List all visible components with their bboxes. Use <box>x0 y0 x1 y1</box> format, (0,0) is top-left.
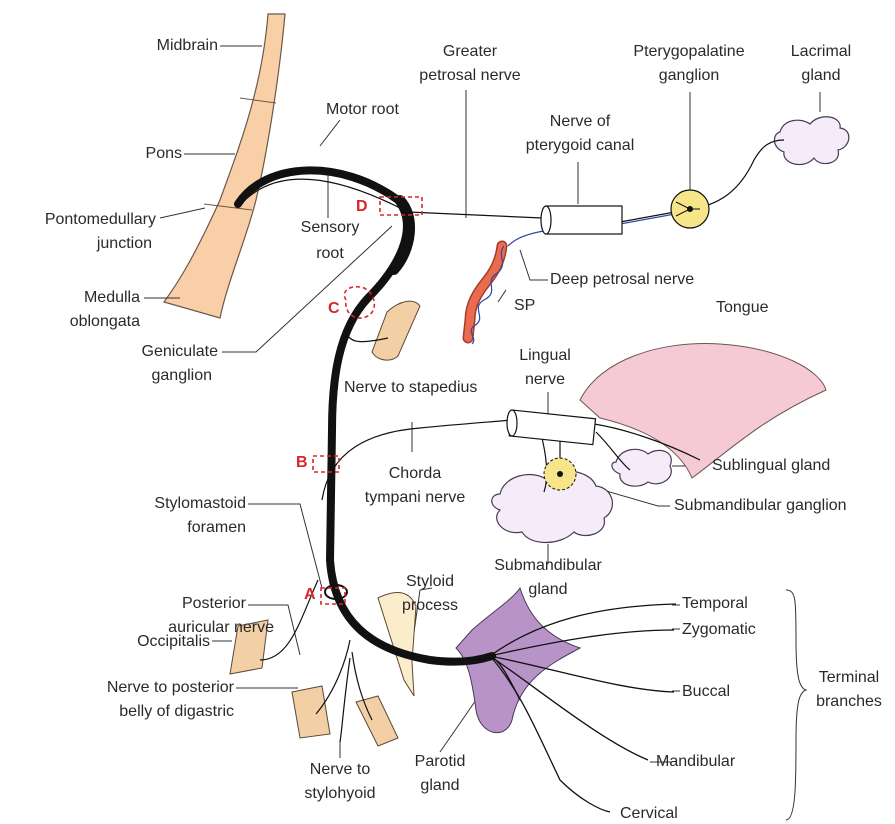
label-stylomastoid-2: foramen <box>100 518 246 538</box>
label-pontomedullary-2: junction <box>2 234 152 254</box>
label-nerve-stapedius: Nerve to stapedius <box>344 378 477 398</box>
lingual-nerve-tube <box>507 410 596 445</box>
site-a-label: A <box>304 586 316 604</box>
label-nerve-pterygoid-1: Nerve of <box>520 112 640 132</box>
label-greater-petrosal-2: petrosal nerve <box>405 66 535 86</box>
label-lingual-1: Lingual <box>500 346 590 366</box>
label-lacrimal-1: Lacrimal <box>776 42 866 62</box>
label-terminal-1: Terminal <box>806 668 892 688</box>
label-sublingual: Sublingual gland <box>712 456 830 476</box>
label-styloid-2: process <box>380 596 480 616</box>
pterygoid-canal-tube <box>541 206 622 234</box>
label-motor-root: Motor root <box>326 100 399 120</box>
label-ptg-ganglion-1: Pterygopalatine <box>614 42 764 62</box>
site-d-label: D <box>356 198 368 216</box>
label-tongue: Tongue <box>716 298 769 318</box>
label-occipitalis: Occipitalis <box>90 632 210 652</box>
label-digastric-2: belly of digastric <box>40 702 234 722</box>
label-geniculate-1: Geniculate <box>100 342 218 362</box>
label-parotid-2: gland <box>400 776 480 796</box>
label-pons: Pons <box>100 144 182 164</box>
site-b-label: B <box>296 454 308 472</box>
label-terminal-2: branches <box>806 692 892 712</box>
label-mandibular: Mandibular <box>656 752 735 772</box>
label-greater-petrosal-1: Greater <box>410 42 530 62</box>
label-stylomastoid-1: Stylomastoid <box>100 494 246 514</box>
label-sensory-2: root <box>280 244 380 264</box>
label-ptg-ganglion-2: ganglion <box>614 66 764 86</box>
label-chorda-1: Chorda <box>360 464 470 484</box>
label-nerve-pterygoid-2: pterygoid canal <box>510 136 650 156</box>
label-deep-petrosal: Deep petrosal nerve <box>550 270 694 290</box>
label-submandibular-gland-1: Submandibular <box>478 556 618 576</box>
label-sp: SP <box>514 296 535 316</box>
label-lingual-2: nerve <box>500 370 590 390</box>
label-lacrimal-2: gland <box>776 66 866 86</box>
label-stylohyoid-1: Nerve to <box>290 760 390 780</box>
geniculate-ganglion-shape <box>394 200 410 270</box>
label-midbrain: Midbrain <box>120 36 218 56</box>
label-digastric-1: Nerve to posterior <box>40 678 234 698</box>
label-pontomedullary-1: Pontomedullary <box>2 210 156 230</box>
label-chorda-2: tympani nerve <box>345 488 485 508</box>
label-cervical: Cervical <box>620 804 678 824</box>
label-submandibular-gland-2: gland <box>478 580 618 600</box>
label-temporal: Temporal <box>682 594 748 614</box>
label-parotid-1: Parotid <box>400 752 480 772</box>
label-submandibular-ganglion: Submandibular ganglion <box>674 496 847 516</box>
brainstem-shape <box>164 14 285 318</box>
label-medulla-1: Medulla <box>40 288 140 308</box>
label-medulla-2: oblongata <box>30 312 140 332</box>
site-c-label: C <box>328 300 340 318</box>
label-sensory-1: Sensory <box>280 218 380 238</box>
label-zygomatic: Zygomatic <box>682 620 756 640</box>
label-geniculate-2: ganglion <box>100 366 212 386</box>
label-post-auricular-1: Posterior <box>80 594 246 614</box>
label-styloid-1: Styloid <box>380 572 480 592</box>
label-stylohyoid-2: stylohyoid <box>290 784 390 804</box>
muscles <box>230 301 420 746</box>
label-buccal: Buccal <box>682 682 730 702</box>
